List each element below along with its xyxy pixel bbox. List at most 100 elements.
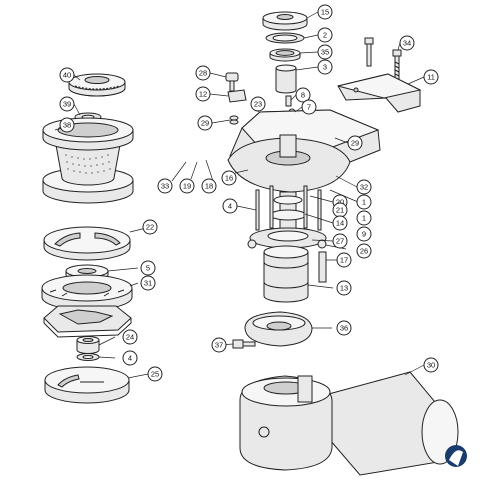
callout-14-label: 14	[336, 219, 344, 228]
callout-38-label: 38	[63, 121, 71, 130]
part-base-plate	[227, 134, 351, 193]
part-sleeve-3	[275, 64, 297, 94]
part-cover-11	[337, 73, 422, 113]
callout-4-lower: 4	[122, 350, 138, 366]
callout-1-lower: 1	[356, 210, 372, 226]
part-plunger-28	[225, 72, 239, 92]
callout-4-lower-label: 4	[128, 354, 132, 363]
callout-25-label: 25	[151, 370, 159, 379]
callout-27-label: 27	[336, 237, 344, 246]
callout-8-label: 8	[301, 91, 305, 100]
part-pin-8	[285, 95, 292, 107]
part-stripper-disc	[43, 226, 131, 261]
callout-5-label: 5	[146, 264, 150, 273]
callout-24-label: 24	[126, 333, 134, 342]
callout-12-label: 12	[199, 90, 207, 99]
callout-17-label: 17	[340, 256, 348, 265]
part-bearing-35	[269, 48, 301, 62]
callout-30-label: 30	[427, 361, 435, 370]
part-rods	[255, 185, 322, 231]
part-block-12	[227, 89, 247, 103]
callout-5: 5	[140, 260, 156, 276]
callout-40: 40	[59, 67, 75, 83]
callout-16-label: 16	[225, 174, 233, 183]
callout-3: 3	[317, 59, 333, 75]
part-bushing	[76, 336, 100, 354]
callout-33-label: 33	[161, 182, 169, 191]
callout-15-label: 15	[321, 8, 329, 17]
callout-37-label: 37	[215, 341, 223, 350]
callout-23: 23	[250, 96, 266, 112]
callout-18-label: 18	[205, 182, 213, 191]
callout-39-label: 39	[63, 100, 71, 109]
part-washer-4-lower	[76, 353, 100, 361]
part-gear-ring	[41, 274, 133, 311]
callout-26-label: 26	[360, 247, 368, 256]
callout-7: 7	[301, 99, 317, 115]
part-post-17	[318, 251, 327, 283]
callout-2-label: 2	[323, 31, 327, 40]
callout-32: 32	[356, 179, 372, 195]
callout-33: 33	[157, 178, 173, 194]
part-cap-15	[262, 11, 308, 31]
callout-35-label: 35	[321, 48, 329, 57]
part-plate-9	[249, 227, 327, 249]
callout-22-label: 22	[146, 223, 154, 232]
callout-13-label: 13	[340, 284, 348, 293]
callout-8: 8	[295, 87, 311, 103]
callout-12: 12	[195, 86, 211, 102]
callout-34: 34	[399, 35, 415, 51]
part-nuts	[247, 239, 327, 249]
callout-15: 15	[317, 4, 333, 20]
part-cylinder-13	[263, 245, 309, 303]
callout-29-left: 29	[197, 115, 213, 131]
callout-29-right: 29	[347, 135, 363, 151]
callout-20-label: 20	[336, 198, 344, 207]
callout-39: 39	[59, 96, 75, 112]
part-ring-2	[265, 32, 305, 44]
part-coupling-36	[244, 311, 313, 347]
brand-logo	[445, 445, 467, 467]
part-bolt-37	[232, 339, 256, 349]
callout-31: 31	[140, 275, 156, 291]
callout-38: 38	[59, 117, 75, 133]
callout-28-label: 28	[199, 69, 207, 78]
callout-35: 35	[317, 44, 333, 60]
callout-26: 26	[356, 243, 372, 259]
part-top-cap	[68, 73, 126, 97]
callout-11: 11	[423, 69, 439, 85]
callout-3-label: 3	[323, 63, 327, 72]
callout-11-label: 11	[427, 73, 435, 82]
callout-36-label: 36	[340, 324, 348, 333]
part-drum	[42, 117, 134, 204]
callout-1-upper: 1	[356, 194, 372, 210]
callout-2: 2	[317, 27, 333, 43]
callout-30: 30	[423, 357, 439, 373]
callout-25: 25	[147, 366, 163, 382]
part-bolt-extra	[364, 37, 374, 67]
callout-1-lower-label: 1	[362, 214, 366, 223]
callout-1-upper-label: 1	[362, 198, 366, 207]
callout-23-label: 23	[254, 100, 262, 109]
callout-22: 22	[142, 219, 158, 235]
callout-19-label: 19	[183, 182, 191, 191]
callout-29-left-label: 29	[201, 119, 209, 128]
part-base-disc	[44, 366, 130, 404]
part-bolt-34	[392, 49, 402, 81]
callout-29-right-label: 29	[351, 139, 359, 148]
callout-18: 18	[201, 178, 217, 194]
callout-34-label: 34	[403, 39, 411, 48]
callout-19: 19	[179, 178, 195, 194]
callout-7-label: 7	[307, 103, 311, 112]
callout-4-upper-label: 4	[228, 202, 232, 211]
callout-28: 28	[195, 65, 211, 81]
callout-37: 37	[211, 337, 227, 353]
part-main-shaft	[269, 191, 307, 238]
callout-32-label: 32	[360, 183, 368, 192]
callout-31-label: 31	[144, 279, 152, 288]
callout-27: 27	[332, 233, 348, 249]
callout-40-label: 40	[63, 71, 71, 80]
callout-17: 17	[336, 252, 352, 268]
callout-4-upper: 4	[222, 198, 238, 214]
